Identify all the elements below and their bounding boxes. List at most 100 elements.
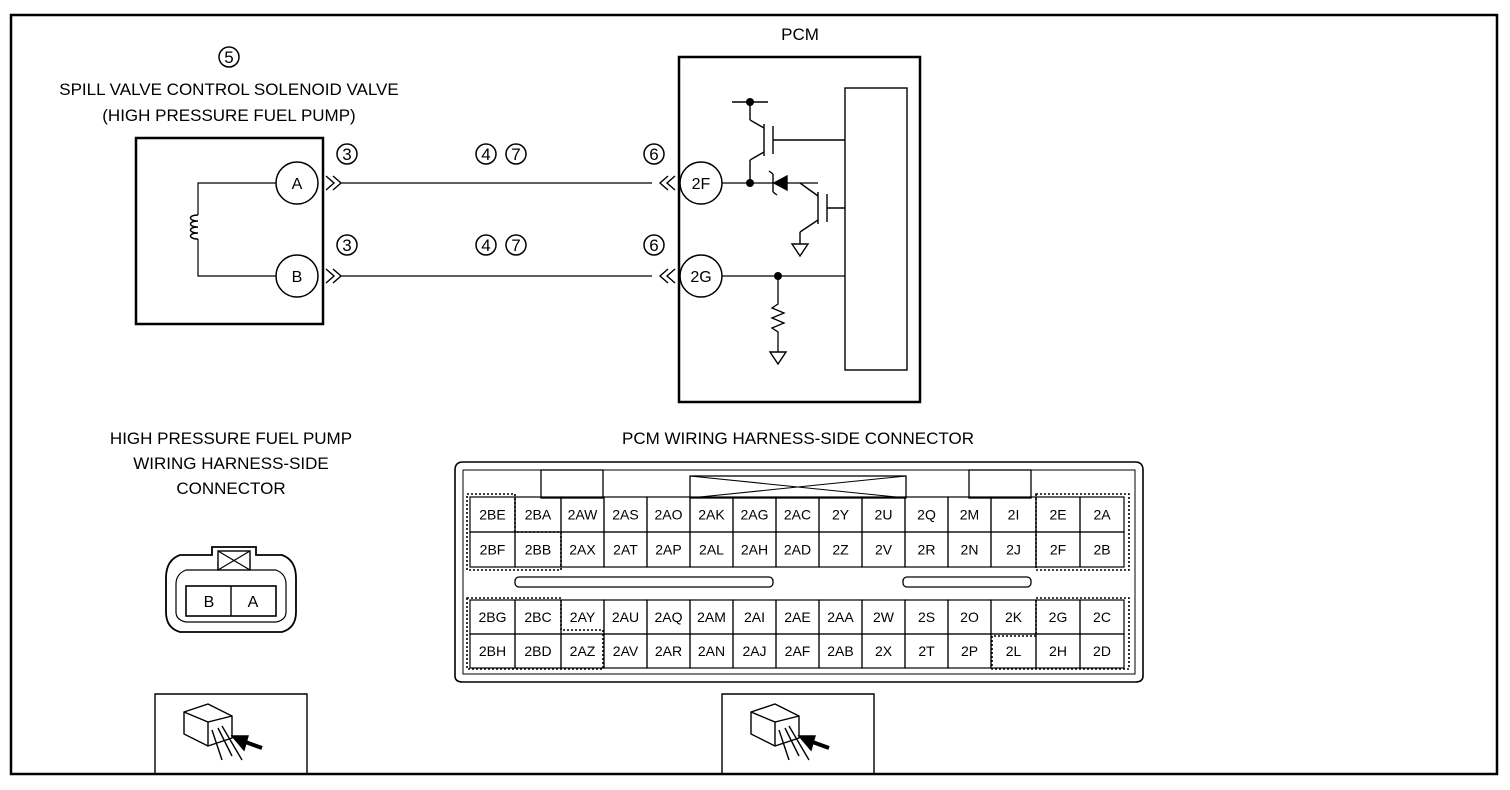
pcm-connector-cell-label: 2F bbox=[1050, 542, 1066, 558]
pcm-connector-cell-label: 2AT bbox=[613, 542, 638, 558]
pcm-connector-cell-label: 2AM bbox=[697, 609, 726, 625]
pcm-pin-2f-label: 2F bbox=[692, 176, 711, 193]
pump-connector-title-line3: CONNECTOR bbox=[176, 479, 285, 498]
pump-connector-title-line2: WIRING HARNESS-SIDE bbox=[133, 454, 329, 473]
pcm-connector-cell-label: 2AI bbox=[744, 609, 765, 625]
pcm-connector-cell-label: 2B bbox=[1093, 542, 1110, 558]
svg-text:4: 4 bbox=[481, 236, 490, 255]
low-side-transistor-icon bbox=[799, 182, 845, 244]
pcm-connector-cell-label: 2M bbox=[960, 507, 979, 523]
pcm-connector-cell bbox=[1079, 531, 1125, 568]
pcm-connector-cell-label: 2AC bbox=[784, 507, 811, 523]
wire-b-refs: 3 4 7 6 bbox=[336, 234, 665, 256]
component-pin-b bbox=[275, 254, 319, 298]
wire-a-refs: 3 4 7 6 bbox=[336, 143, 665, 165]
ground-icon-1 bbox=[790, 243, 810, 258]
pcm-connector-cell-label: 2AV bbox=[613, 643, 639, 659]
pcm-connector-cell-label: 2BC bbox=[524, 609, 551, 625]
diagram-frame bbox=[9, 13, 1499, 776]
ground-icon-2 bbox=[768, 351, 788, 366]
resistor-icon bbox=[770, 276, 786, 352]
pcm-connector-cell-label: 2BG bbox=[478, 609, 506, 625]
pcm-connector-cell-label: 2A bbox=[1093, 507, 1111, 523]
pcm-internal-block bbox=[844, 87, 908, 371]
pcm-connector-cell-label: 2S bbox=[918, 609, 935, 625]
pcm-connector-cell-label: 2I bbox=[1008, 507, 1020, 523]
pcm-connector-cell-label: 2C bbox=[1093, 609, 1111, 625]
coil-wire-return bbox=[197, 239, 276, 277]
pump-connector-face bbox=[165, 546, 297, 633]
pcm-connector-chevron-2f bbox=[658, 175, 676, 191]
pcm-connector-cell-label: 2AQ bbox=[654, 609, 682, 625]
pcm-connector-cell-label: 2AY bbox=[570, 609, 596, 625]
pcm-title: PCM bbox=[781, 25, 819, 44]
pcm-connector-cell-label: 2N bbox=[961, 542, 979, 558]
pcm-connector-cell-label: 2G bbox=[1049, 609, 1068, 625]
pcm-connector-cell-label: 2BD bbox=[524, 643, 551, 659]
svg-text:7: 7 bbox=[511, 236, 520, 255]
pcm-connector-cell-label: 2AA bbox=[827, 609, 854, 625]
svg-text:6: 6 bbox=[649, 236, 658, 255]
pcm-connector-cell-label: 2X bbox=[875, 643, 893, 659]
pcm-connector-cell-label: 2AK bbox=[698, 507, 725, 523]
pcm-connector-cell-label: 2V bbox=[875, 542, 893, 558]
component-pin-b-label: B bbox=[292, 269, 303, 286]
view-direction-icon-pump bbox=[154, 693, 308, 774]
svg-text:3: 3 bbox=[342, 236, 351, 255]
pcm-connector-cell-label: 2AE bbox=[784, 609, 810, 625]
pcm-connector-cell-label: 2L bbox=[1006, 643, 1022, 659]
component-pin-a-label: A bbox=[292, 176, 303, 193]
pcm-connector-cell-label: 2BH bbox=[479, 643, 506, 659]
pcm-connector-cell-label: 2AF bbox=[785, 643, 811, 659]
pcm-connector-cell-label: 2AN bbox=[698, 643, 725, 659]
pump-connector-cell-a: A bbox=[248, 594, 259, 611]
pcm-connector-cell-label: 2D bbox=[1093, 643, 1111, 659]
pcm-connector-title: PCM WIRING HARNESS-SIDE CONNECTOR bbox=[622, 429, 974, 448]
pcm-connector-cell-label: 2H bbox=[1049, 643, 1067, 659]
component-box bbox=[134, 136, 325, 326]
view-direction-icon-pcm bbox=[721, 693, 875, 774]
pump-connector-cell-b: B bbox=[204, 594, 215, 611]
coil-icon bbox=[189, 214, 199, 240]
component-title-line2: (HIGH PRESSURE FUEL PUMP) bbox=[102, 106, 355, 125]
pcm-connector-cell-label: 2AD bbox=[784, 542, 811, 558]
pcm-connector-cell-label: 2AZ bbox=[570, 643, 596, 659]
pcm-connector-cell-label: 2BA bbox=[525, 507, 552, 523]
pcm-connector-cell-label: 2R bbox=[918, 542, 936, 558]
pcm-connector-cell-label: 2AU bbox=[612, 609, 639, 625]
pcm-connector-cell-label: 2AW bbox=[568, 507, 599, 523]
supply-node bbox=[746, 98, 754, 106]
pump-connector-title-line1: HIGH PRESSURE FUEL PUMP bbox=[110, 429, 352, 448]
pcm-connector-cell-label: 2AG bbox=[740, 507, 768, 523]
pcm-connector-chevron-2g bbox=[658, 268, 676, 284]
component-ref-circle bbox=[218, 46, 240, 68]
component-ref-number: 5 bbox=[224, 48, 233, 67]
pcm-connector-cell-label: 2BF bbox=[480, 542, 506, 558]
pcm-connector-cell-label: 2Z bbox=[832, 542, 849, 558]
component-connector-chevron-a bbox=[325, 175, 343, 191]
component-pin-a bbox=[275, 161, 319, 205]
coil-wire bbox=[197, 182, 276, 215]
pcm-connector-cell-label: 2AP bbox=[655, 542, 681, 558]
pcm-connector-cell bbox=[1079, 633, 1125, 669]
pcm-connector-cell-label: 2W bbox=[873, 609, 895, 625]
pcm-connector-cell-label: 2Y bbox=[832, 507, 850, 523]
pcm-connector-cell-label: 2T bbox=[918, 643, 935, 659]
pcm-pin-2g-label: 2G bbox=[690, 269, 711, 286]
pcm-connector-cell-label: 2AR bbox=[655, 643, 682, 659]
pcm-connector-cell-label: 2U bbox=[875, 507, 893, 523]
svg-text:3: 3 bbox=[342, 145, 351, 164]
svg-text:4: 4 bbox=[481, 145, 490, 164]
pcm-box bbox=[677, 55, 922, 404]
svg-text:6: 6 bbox=[649, 145, 658, 164]
component-connector-chevron-b bbox=[325, 268, 343, 284]
pcm-connector-cell-label: 2O bbox=[960, 609, 979, 625]
pcm-connector-cell-label: 2J bbox=[1006, 542, 1021, 558]
pcm-connector-cell-label: 2AH bbox=[741, 542, 768, 558]
high-side-transistor-icon bbox=[732, 101, 845, 183]
pcm-connector-cell-label: 2AJ bbox=[742, 643, 766, 659]
pcm-connector-cell-label: 2BB bbox=[525, 542, 551, 558]
pcm-connector-cell-label: 2BE bbox=[479, 507, 505, 523]
